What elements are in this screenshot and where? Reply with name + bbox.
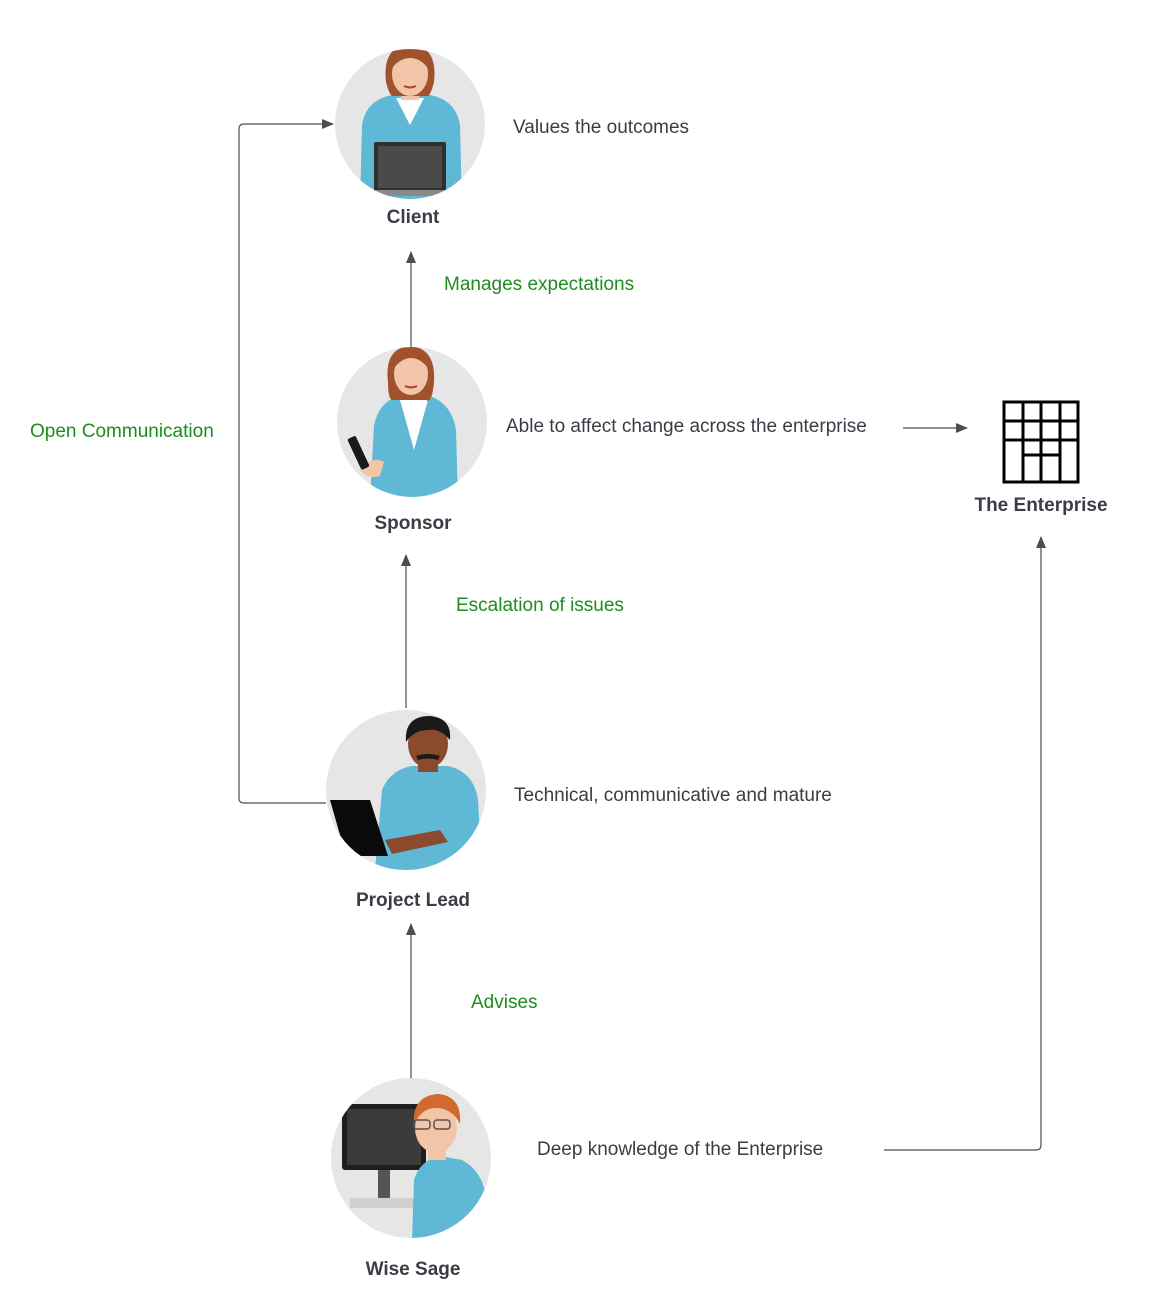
client-avatar <box>335 49 485 199</box>
relation-escalation-of-issues: Escalation of issues <box>456 595 624 616</box>
relation-manages-expectations: Manages expectations <box>444 274 634 295</box>
relation-open-communication: Open Communication <box>30 421 214 442</box>
wise-sage-label: Wise Sage <box>366 1259 461 1280</box>
wise-sage-avatar <box>331 1078 491 1238</box>
client-description: Values the outcomes <box>513 117 689 138</box>
enterprise-label: The Enterprise <box>974 495 1107 516</box>
arrow-lead-to-client <box>238 119 334 804</box>
woman-with-laptop-icon <box>360 49 462 199</box>
woman-with-phone-icon <box>347 347 458 497</box>
connectors <box>238 119 1046 1151</box>
client-label: Client <box>387 207 440 228</box>
relation-advises: Advises <box>471 992 538 1013</box>
arrow-sage-to-enterprise <box>884 536 1046 1151</box>
wise-sage-description: Deep knowledge of the Enterprise <box>537 1139 823 1160</box>
man-with-laptop-icon <box>330 716 482 870</box>
project-lead-label: Project Lead <box>356 890 470 911</box>
sponsor-avatar <box>337 347 487 497</box>
project-lead-avatar <box>326 710 486 870</box>
sponsor-label: Sponsor <box>374 513 452 534</box>
sponsor-description: Able to affect change across the enterpr… <box>506 416 867 437</box>
building-icon <box>1002 400 1080 484</box>
project-lead-description: Technical, communicative and mature <box>514 785 832 806</box>
